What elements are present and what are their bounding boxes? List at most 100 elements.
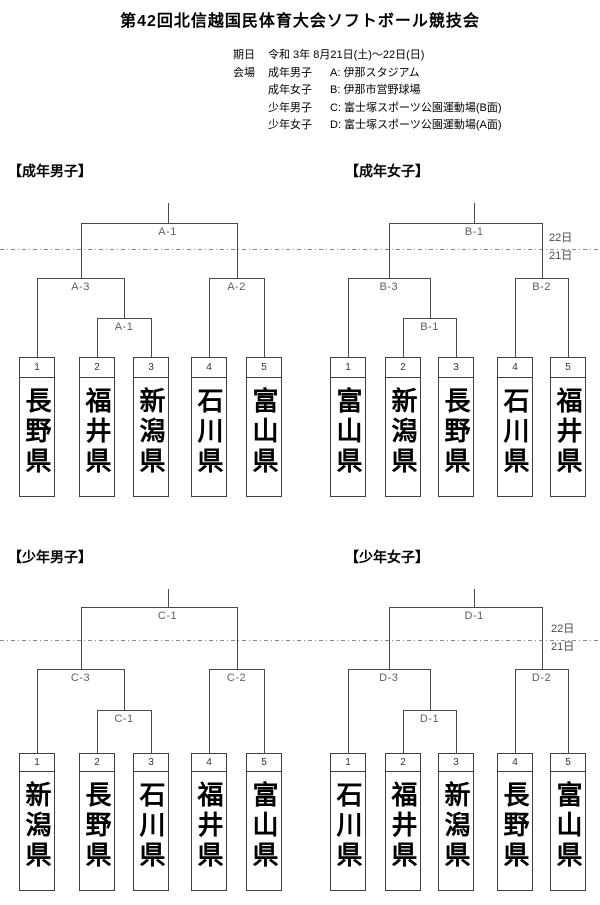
bracket-connector-line [124,669,125,710]
team-seed: 5 [247,754,281,772]
match-label-final: A-1 [158,226,177,238]
bracket-heading: 【少年女子】 [345,549,429,565]
date-value: 令和 3年 8月21日(土)～22日(日) [268,49,425,61]
match-label-first-round: B-1 [420,321,439,333]
match-label-final: B-1 [464,226,484,238]
schedule-divider-line [0,640,598,641]
match-label-semi-right: A-2 [227,281,246,293]
winner-stub-line [167,203,169,223]
team-seed: 1 [20,754,54,772]
bracket-connector-line [388,223,390,278]
bracket-connector-line [80,223,82,278]
team-name: 富山県 [249,781,279,871]
schedule-divider-line [0,249,598,250]
first-round-bracket-line [403,318,456,319]
winner-stub-line [474,589,476,607]
info-row-date: 期日 令和 3年 8月21日(土)～22日(日) [233,47,502,65]
match-label-first-round: C-1 [114,713,134,725]
bracket-heading: 【成年男子】 [8,163,92,179]
final-bracket-line [388,607,542,608]
venue-category: 少年男子 [268,101,312,114]
match-label-semi-left: D-3 [379,672,399,684]
info-row-venue-3: 少年男子 C: 富士塚スポーツ公園運動場(B面) [233,100,502,118]
date-label: 期日 [233,49,255,61]
team-seed: 2 [386,754,420,772]
day-label-above: 22日 [549,232,573,244]
team-name: 福井県 [194,781,224,871]
team-name: 福井県 [553,387,583,477]
semifinal-left-bracket-line [348,278,430,279]
team-name: 石川県 [500,387,530,477]
team-name: 新潟県 [388,387,418,477]
venue-name: A: 伊那スタジアム [330,66,420,79]
day-label-below: 21日 [551,641,575,653]
final-bracket-line [80,607,237,608]
team-seed: 5 [247,358,281,378]
team-name: 福井県 [388,781,418,871]
team-name: 長野県 [22,387,52,477]
bracket-connector-line [97,710,98,753]
match-label-semi-left: B-3 [379,281,399,293]
team-name: 長野県 [441,387,471,477]
team-name: 福井県 [82,387,112,477]
venue-label-spacer [233,100,268,118]
bracket-heading: 【少年男子】 [8,549,92,565]
team-seed: 3 [134,358,168,378]
info-row-venue-4: 少年女子 D: 富士塚スポーツ公園運動場(A面) [233,117,502,135]
team-seed: 1 [331,358,365,378]
venue-label-spacer [233,117,268,135]
venue-label: 会場 [233,66,255,79]
final-bracket-line [80,223,237,224]
page-title: 第42回北信越国民体育大会ソフトボール競技会 [120,13,480,30]
match-label-semi-left: A-3 [71,281,90,293]
team-name: 新潟県 [441,781,471,871]
bracket-connector-line [236,607,238,669]
match-label-final: C-1 [157,610,178,622]
team-seed: 1 [20,358,54,378]
team-name: 長野県 [82,781,112,871]
bracket-connector-line [264,669,265,753]
bracket-heading: 【成年女子】 [345,163,429,179]
bracket-connector-line [403,710,404,753]
team-seed: 1 [331,754,365,772]
team-seed: 3 [134,754,168,772]
semifinal-left-bracket-line [348,669,430,670]
team-name: 富山県 [249,387,279,477]
bracket-connector-line [403,318,404,357]
first-round-bracket-line [97,710,151,711]
info-row-venue-1: 会場 成年男子 A: 伊那スタジアム [233,65,502,83]
bracket-connector-line [515,278,516,357]
bracket-connector-line [456,318,457,357]
team-name: 新潟県 [22,781,52,871]
match-label-semi-right: C-2 [226,672,247,684]
match-label-first-round: D-1 [419,713,440,725]
bracket-connector-line [541,223,543,278]
bracket-connector-line [151,318,152,357]
bracket-connector-line [236,223,238,278]
team-name: 石川県 [333,781,363,871]
bracket-connector-line [541,607,543,669]
team-box: 5 富山県 [246,753,282,891]
first-round-bracket-line [403,710,456,711]
match-label-semi-left: C-3 [70,672,91,684]
team-seed: 5 [551,754,585,772]
final-bracket-line [388,223,542,224]
team-box: 5 富山県 [246,357,282,497]
team-box: 1 石川県 [330,753,366,891]
bracket-connector-line [209,669,210,753]
bracket-connector-line [568,669,569,753]
team-seed: 2 [386,358,420,378]
semifinal-left-bracket-line [37,278,124,279]
semifinal-right-bracket-line [209,669,264,670]
